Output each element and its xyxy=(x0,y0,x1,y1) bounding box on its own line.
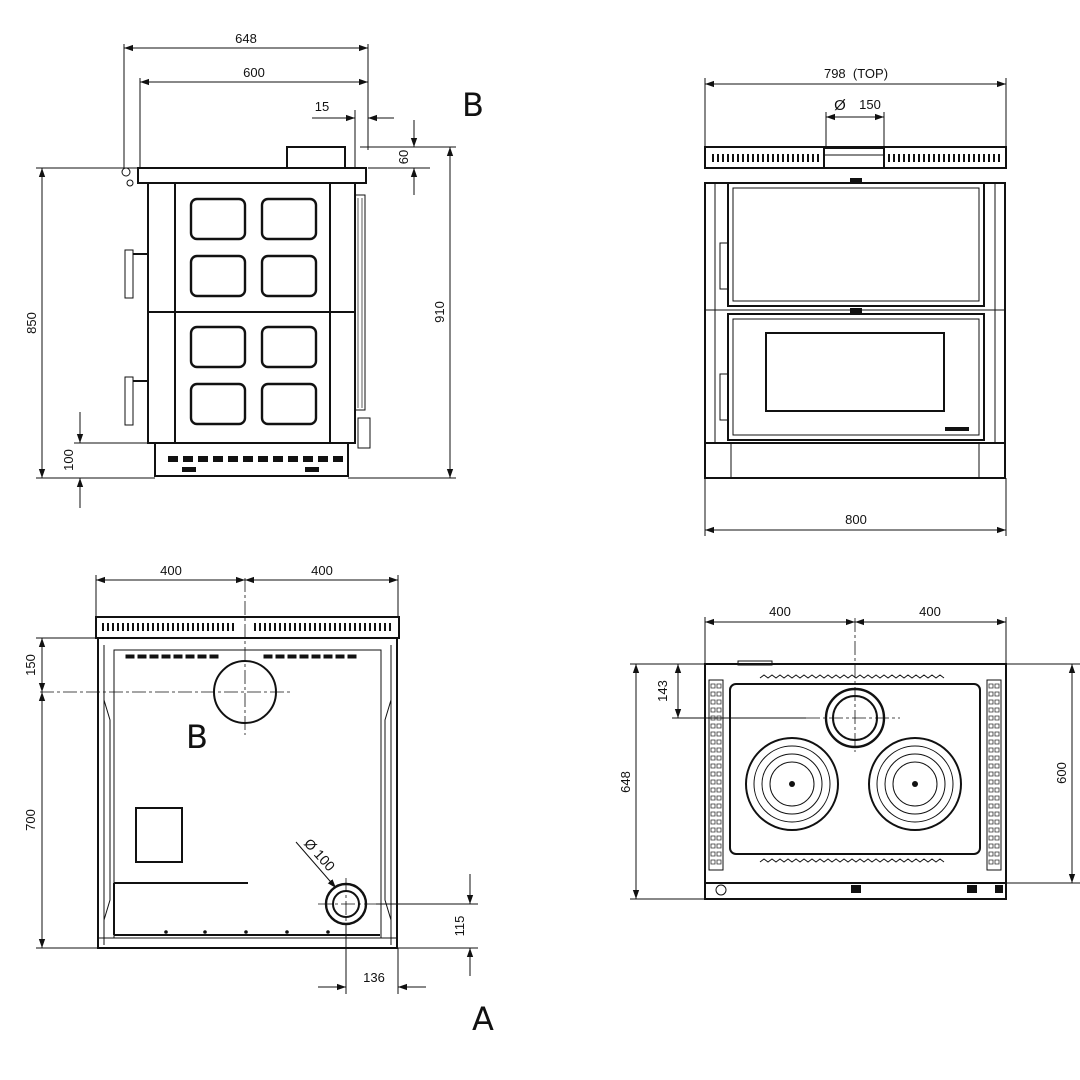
rear-view-dimensions: 400 400 150 700 115 136 Ø 100 xyxy=(23,563,478,994)
dim-rear-air-inlet-offset: 136 xyxy=(363,970,385,985)
top-view: 400 400 648 143 600 xyxy=(618,604,1080,900)
dim-top-flue-from-front: 143 xyxy=(655,680,670,702)
front-top-vents xyxy=(712,154,1000,162)
rear-bottom-dots xyxy=(164,930,330,934)
dim-overall-depth: 648 xyxy=(235,31,257,46)
dim-rear-flue-to-inlet: 700 xyxy=(23,809,38,831)
dim-top-left-half: 400 xyxy=(769,604,791,619)
label-a-rear: A xyxy=(472,1000,494,1038)
dim-plinth-height: 100 xyxy=(61,449,76,471)
dim-flue-height: 60 xyxy=(396,150,411,164)
rear-view: 400 400 150 700 115 136 Ø 100 B A xyxy=(23,563,494,1038)
dim-body-depth: 600 xyxy=(243,65,265,80)
rear-panel-slots xyxy=(125,654,357,659)
label-b-rear: B xyxy=(186,718,208,756)
side-handles xyxy=(124,249,148,426)
front-view-body xyxy=(704,146,1007,479)
front-view-dimensions: 798 (TOP) Ø 150 800 xyxy=(704,66,1007,536)
dim-top-depth-overall: 648 xyxy=(618,771,633,793)
hot-plate-left xyxy=(745,737,839,831)
label-b-side: B xyxy=(462,86,484,124)
dim-top-depth-body: 600 xyxy=(1054,762,1069,784)
top-view-body xyxy=(704,618,1007,900)
hot-plate-right xyxy=(868,737,962,831)
dim-flue-offset: 15 xyxy=(315,99,329,114)
side-plinth-vents xyxy=(168,456,343,472)
dim-flue-diameter: 150 xyxy=(859,97,881,112)
side-view-body xyxy=(121,146,371,477)
dim-base-width: 800 xyxy=(845,512,867,527)
side-door-panels xyxy=(189,197,318,426)
dim-top-right-half: 400 xyxy=(919,604,941,619)
dim-body-height: 850 xyxy=(24,312,39,334)
dim-total-height: 910 xyxy=(432,301,447,323)
front-view: 798 (TOP) Ø 150 800 xyxy=(704,66,1007,536)
top-side-grilles xyxy=(708,679,1002,871)
rear-view-body xyxy=(40,578,400,949)
dim-rear-right-half: 400 xyxy=(311,563,333,578)
side-view: 648 600 15 60 850 910 100 xyxy=(24,31,484,508)
dim-rear-flue-from-top: 150 xyxy=(23,654,38,676)
dim-rear-left-half: 400 xyxy=(160,563,182,578)
dim-flue-diameter-symbol: Ø xyxy=(834,97,846,114)
dim-top-width: 798 (TOP) xyxy=(824,66,888,81)
rear-top-vents xyxy=(102,623,391,631)
dim-rear-air-inlet-height: 115 xyxy=(452,916,467,937)
rear-access-plate xyxy=(135,807,183,863)
top-view-dimensions: 400 400 648 143 600 xyxy=(618,604,1080,900)
side-view-dimensions: 648 600 15 60 850 910 100 xyxy=(24,31,456,508)
